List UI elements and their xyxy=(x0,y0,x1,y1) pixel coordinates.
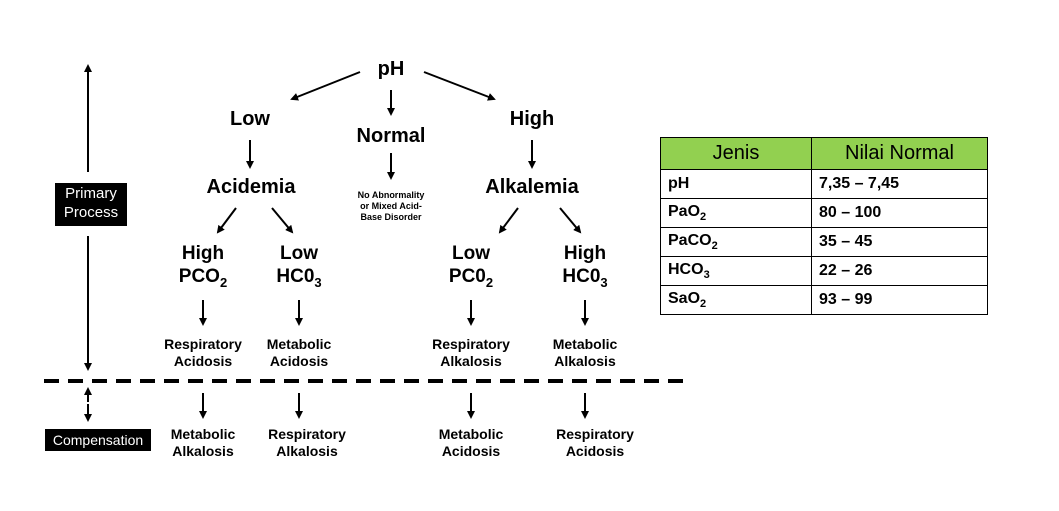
primary-process-label: Primary Process xyxy=(55,183,127,226)
high-pco2-line-2: PCO2 xyxy=(178,266,228,290)
ph-node: pH xyxy=(377,58,405,80)
primary-metabolic-alkalosis: Metabolic Alkalosis xyxy=(543,336,627,370)
normal-values-table: Jenis Nilai Normal pH 7,35 – 7,45 PaO2 8… xyxy=(660,137,988,315)
no-abnormality-note: No Abnormality or Mixed Acid- Base Disor… xyxy=(336,190,446,223)
table-cell-name: PaO2 xyxy=(660,198,812,228)
low-node: Low xyxy=(230,108,270,130)
table-cell-name: pH xyxy=(660,169,812,199)
no-abnormality-line-3: Base Disorder xyxy=(360,212,422,222)
primary-process-line-1: Primary xyxy=(65,185,117,202)
primary-4-line-2: Alkalosis xyxy=(554,353,616,369)
comp-2-line-1: Respiratory xyxy=(268,426,346,442)
arrow-alkalemia-pco2 xyxy=(498,207,519,234)
low-pco2-line-2: PC02 xyxy=(448,266,494,290)
high-node: High xyxy=(509,108,555,130)
comp-1-line-1: Metabolic xyxy=(170,426,236,442)
comp-4-line-2: Acidosis xyxy=(565,443,625,459)
comp-2-line-2: Alkalosis xyxy=(276,443,338,459)
table-cell-name: HCO3 xyxy=(660,256,812,286)
table-row: PaCO2 35 – 45 xyxy=(660,227,988,257)
high-pco2-line-1: High xyxy=(181,243,225,264)
comp-3-line-2: Acidosis xyxy=(441,443,501,459)
arrow-acidemia-hco3 xyxy=(271,207,294,234)
arrow-acidemia-pco2 xyxy=(216,207,237,234)
low-hco3-node: Low HC03 xyxy=(264,242,334,294)
table-header-jenis: Jenis xyxy=(660,137,812,170)
primary-respiratory-acidosis: Respiratory Acidosis xyxy=(153,336,253,370)
compensation-label: Compensation xyxy=(45,429,151,451)
comp-4-line-1: Respiratory xyxy=(556,426,634,442)
table-cell-value: 35 – 45 xyxy=(811,227,988,257)
compensation-respiratory-acidosis: Respiratory Acidosis xyxy=(545,426,645,460)
normal-node: Normal xyxy=(356,125,426,147)
table-header-nilai-normal: Nilai Normal xyxy=(811,137,988,170)
high-hco3-line-2: HC03 xyxy=(562,266,608,290)
primary-3-line-2: Alkalosis xyxy=(440,353,502,369)
table-cell-value: 80 – 100 xyxy=(811,198,988,228)
primary-1-line-2: Acidosis xyxy=(173,353,233,369)
primary-metabolic-acidosis: Metabolic Acidosis xyxy=(257,336,341,370)
table-cell-value: 93 – 99 xyxy=(811,285,988,315)
primary-process-line-2: Process xyxy=(63,204,119,221)
table-cell-name: PaCO2 xyxy=(660,227,812,257)
table-row: pH 7,35 – 7,45 xyxy=(660,169,988,199)
table-row: PaO2 80 – 100 xyxy=(660,198,988,228)
table-header-row: Jenis Nilai Normal xyxy=(660,137,988,170)
table-cell-name: SaO2 xyxy=(660,285,812,315)
table-row: HCO3 22 – 26 xyxy=(660,256,988,286)
no-abnormality-line-1: No Abnormality xyxy=(357,190,425,200)
comp-3-line-1: Metabolic xyxy=(438,426,504,442)
arrow-ph-low xyxy=(290,71,361,101)
primary-1-line-1: Respiratory xyxy=(164,336,242,352)
compensation-metabolic-acidosis: Metabolic Acidosis xyxy=(429,426,513,460)
low-pco2-line-1: Low xyxy=(452,243,490,264)
arrow-ph-high xyxy=(423,71,496,101)
no-abnormality-line-2: or Mixed Acid- xyxy=(360,201,422,211)
high-pco2-node: High PCO2 xyxy=(168,242,238,294)
primary-2-line-2: Acidosis xyxy=(269,353,329,369)
table-cell-value: 7,35 – 7,45 xyxy=(811,169,988,199)
high-hco3-line-1: High xyxy=(563,243,607,264)
compensation-metabolic-alkalosis: Metabolic Alkalosis xyxy=(161,426,245,460)
comp-1-line-2: Alkalosis xyxy=(172,443,234,459)
primary-respiratory-alkalosis: Respiratory Alkalosis xyxy=(421,336,521,370)
table-row: SaO2 93 – 99 xyxy=(660,285,988,315)
high-hco3-node: High HC03 xyxy=(550,242,620,294)
low-hco3-line-2: HC03 xyxy=(276,266,322,290)
arrow-alkalemia-hco3 xyxy=(559,207,582,234)
primary-2-line-1: Metabolic xyxy=(266,336,332,352)
primary-3-line-1: Respiratory xyxy=(432,336,510,352)
compensation-respiratory-alkalosis: Respiratory Alkalosis xyxy=(257,426,357,460)
primary-4-line-1: Metabolic xyxy=(552,336,618,352)
low-pco2-node: Low PC02 xyxy=(436,242,506,294)
alkalemia-node: Alkalemia xyxy=(485,176,579,198)
table-cell-value: 22 – 26 xyxy=(811,256,988,286)
low-hco3-line-1: Low xyxy=(280,243,318,264)
acidemia-node: Acidemia xyxy=(206,176,296,198)
